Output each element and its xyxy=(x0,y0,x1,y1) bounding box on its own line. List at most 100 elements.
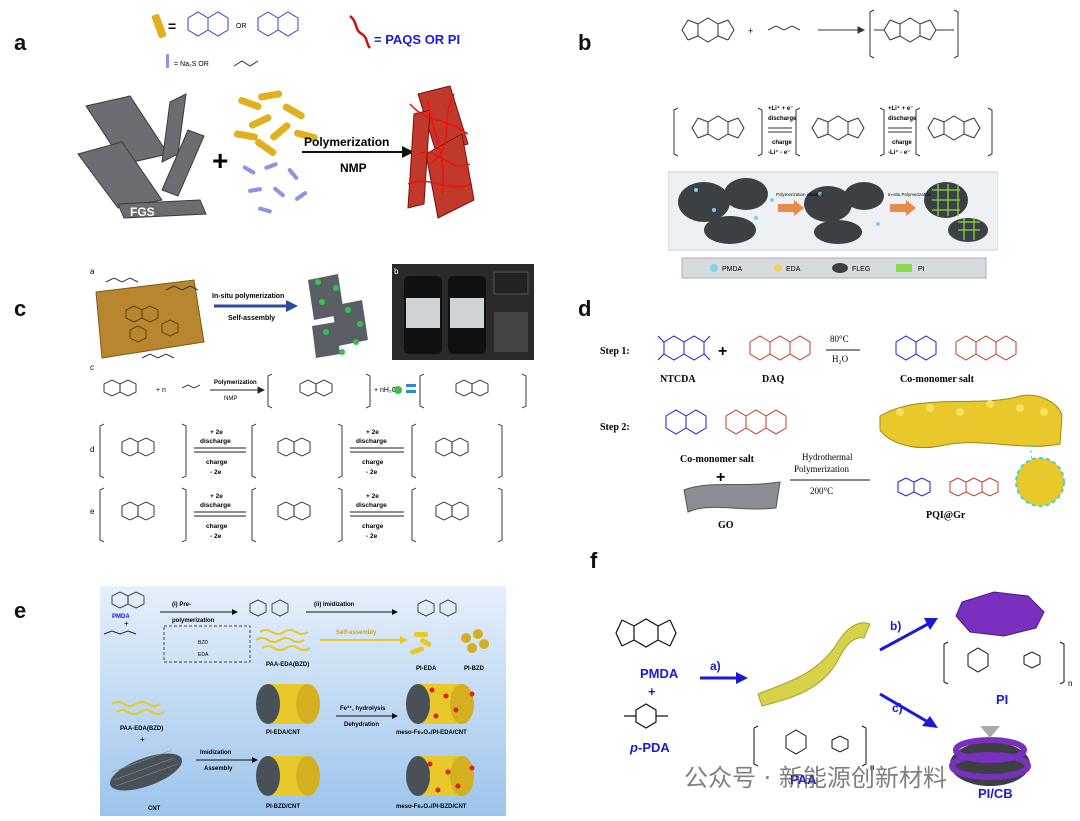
c-insitu: In-situ polymerization xyxy=(212,293,284,300)
c-sub-c: c xyxy=(90,363,94,372)
b-li-minus-2: -Li⁺ - e⁻ xyxy=(888,149,910,156)
e-pi-eda-cnt: PI-EDA/CNT xyxy=(266,730,301,736)
b-step-1: Polymerization initiation xyxy=(776,192,824,197)
e-prepoly-2: polymerization xyxy=(172,618,215,624)
c-sub-e: e xyxy=(90,507,95,516)
b-legend-fleg: FLEG xyxy=(852,266,870,273)
c-water: + nH₂O xyxy=(374,387,398,394)
b-li-minus-1: -Li⁺ - e⁻ xyxy=(768,149,790,156)
panel-a: = OR = PAQS OR PI = Na₂S OR FGS + xyxy=(58,4,478,224)
c-e-minus2e-2: - 2e xyxy=(366,533,378,540)
c-sub-d: d xyxy=(90,445,94,454)
c-sub-b: b xyxy=(394,267,399,276)
e-prepoly-1: (i) Pre- xyxy=(172,602,191,608)
panel-d: Step 1: + 80°C H₂O NTCDA DAQ Co-monomer … xyxy=(600,312,1070,534)
arrow-bottom-label: NMP xyxy=(340,161,367,175)
e-self-assembly: Self-assembly xyxy=(336,630,377,636)
f-step-c: c) xyxy=(892,701,903,715)
d-daq: DAQ xyxy=(762,374,784,385)
c-d-minus2e-2: - 2e xyxy=(366,469,378,476)
e-eda: EDA xyxy=(198,652,209,658)
svg-text:+: + xyxy=(748,26,753,36)
e-pmda: PMDA xyxy=(112,614,130,620)
d-step-2: Step 2: xyxy=(600,422,630,433)
svg-text:+: + xyxy=(124,619,129,628)
panel-label-e: e xyxy=(14,598,27,623)
c-e-discharge-2: discharge xyxy=(356,502,387,509)
f-step-a: a) xyxy=(710,659,721,673)
watermark: 公众号 · 新能源创新材料 xyxy=(684,764,947,792)
panel-label-d: d xyxy=(578,296,592,321)
e-imid-2: Imidization xyxy=(200,750,232,756)
d-temp-2: 200°C xyxy=(810,486,833,496)
svg-text:+ n: + n xyxy=(156,387,166,394)
e-fe-1: Fe³⁺, hydrolysis xyxy=(340,705,386,712)
c-sub-a: a xyxy=(90,267,95,276)
d-ntcda: NTCDA xyxy=(660,374,696,385)
e-assembly: Assembly xyxy=(204,766,233,772)
c-d-charge-2: charge xyxy=(362,459,384,466)
panel-f: PMDA + p -PDA a) n PAA b) c) n PI PI/CB xyxy=(608,586,1078,806)
f-picb: PI/CB xyxy=(978,786,1013,801)
c-polymerization: Polymerization xyxy=(214,380,257,386)
f-plus: + xyxy=(648,684,656,699)
f-paa: PAA xyxy=(790,772,817,787)
c-d-charge-1: charge xyxy=(206,459,228,466)
d-temp-1: 80°C xyxy=(830,334,849,344)
c-self-assembly: Self-assembly xyxy=(228,315,275,322)
e-paa-2: PAA-EDA(BZD) xyxy=(120,726,163,732)
c-d-discharge-2: discharge xyxy=(356,438,387,445)
arrow-top-label: Polymerization xyxy=(304,135,389,149)
e-pi-bzd: PI-BZD xyxy=(464,666,485,672)
panel-b: + +Li⁺ + e⁻ discharge charge -Li⁺ - e⁻ +… xyxy=(667,4,999,284)
b-discharge-1: discharge xyxy=(768,116,797,122)
panel-label-c: c xyxy=(14,296,27,321)
d-step-1: Step 1: xyxy=(600,346,630,357)
e-fe-2: Dehydration xyxy=(344,722,379,728)
e-pi-eda: PI-EDA xyxy=(416,666,437,672)
linker-text: = Na₂S OR xyxy=(174,61,209,68)
e-plus: + xyxy=(140,735,145,744)
c-e-minus2e-1: - 2e xyxy=(210,533,222,540)
c-e-discharge-1: discharge xyxy=(200,502,231,509)
svg-text:=: = xyxy=(168,18,176,34)
e-paa: PAA-EDA(BZD) xyxy=(266,662,309,668)
polymer-legend: = PAQS OR PI xyxy=(374,32,460,47)
c-e-plus2e-1: + 2e xyxy=(210,493,223,500)
d-go: GO xyxy=(718,520,734,531)
b-legend-pmda: PMDA xyxy=(722,266,743,273)
b-li-plus-2: +Li⁺ + e⁻ xyxy=(888,105,913,112)
c-d-plus2e-2: + 2e xyxy=(366,429,379,436)
panel-label-f: f xyxy=(590,548,598,573)
d-product: PQI@Gr xyxy=(926,510,966,521)
f-ppda-rest: -PDA xyxy=(638,740,670,755)
c-d-plus2e-1: + 2e xyxy=(210,429,223,436)
fgs-label: FGS xyxy=(130,205,155,219)
b-discharge-2: discharge xyxy=(888,116,917,122)
c-d-discharge-1: discharge xyxy=(200,438,231,445)
e-meso-2: meso-Fe₂O₃/PI-BZD/CNT xyxy=(396,804,467,810)
e-imid: (ii) Imidization xyxy=(314,602,355,608)
f-pi-n: n xyxy=(1068,679,1072,688)
f-ppda-p: p xyxy=(629,740,638,755)
e-meso-1: meso-Fe₂O₃/PI-EDA/CNT xyxy=(396,730,467,736)
b-legend-eda: EDA xyxy=(786,266,801,273)
e-bzd: BZD xyxy=(198,640,208,646)
c-d-minus2e-1: - 2e xyxy=(210,469,222,476)
f-pi: PI xyxy=(996,692,1008,707)
d-hydro-1: Hydrothermal xyxy=(802,452,853,462)
legend-or-1: OR xyxy=(236,23,247,30)
b-charge-2: charge xyxy=(892,140,912,146)
c-e-charge-2: charge xyxy=(362,523,384,530)
b-li-plus-1: +Li⁺ + e⁻ xyxy=(768,105,793,112)
e-cnt: CNT xyxy=(148,806,161,812)
c-e-plus2e-2: + 2e xyxy=(366,493,379,500)
d-plus-2: + xyxy=(716,469,725,486)
f-pmda: PMDA xyxy=(640,666,679,681)
b-legend-pi: PI xyxy=(918,266,925,273)
d-plus-1: + xyxy=(718,343,727,360)
f-step-b: b) xyxy=(890,619,901,633)
plus-sign: + xyxy=(212,145,228,176)
d-salt-2: Co-monomer salt xyxy=(680,454,755,465)
panel-c: a In-situ polymerization Self-assembly b… xyxy=(86,262,534,552)
